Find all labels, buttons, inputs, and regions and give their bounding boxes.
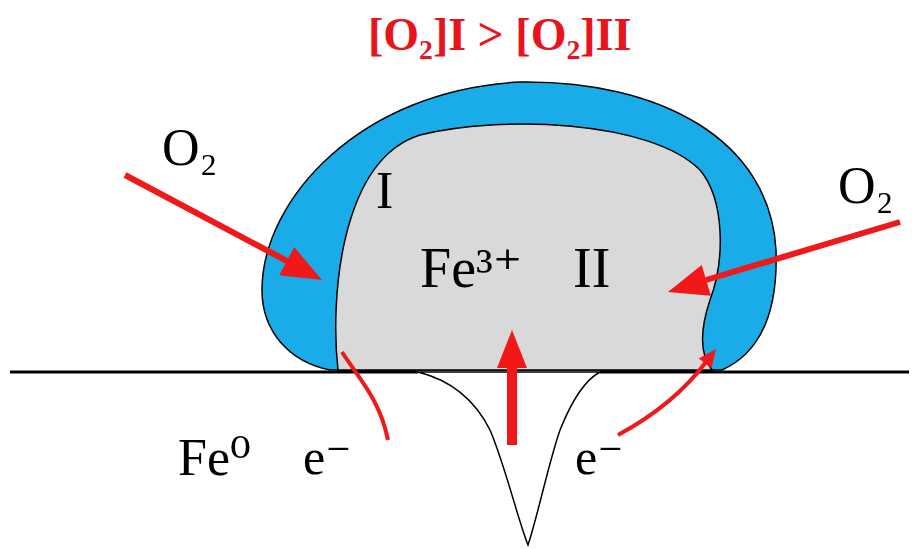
text-holder: O₂ (162, 122, 218, 174)
oxygen-label: O₂ (838, 160, 894, 212)
region-shape (328, 115, 728, 372)
text-holder: O₂ (838, 160, 894, 212)
text-holder: Fe³⁺ (420, 240, 522, 296)
region-label: I (376, 165, 393, 217)
iron-ion-arrow (507, 366, 517, 445)
electrolyte-outer-region: Fe³⁺III (258, 78, 780, 372)
region-outline (336, 124, 721, 370)
metal-surface (600, 371, 909, 374)
oxygen-arrow (125, 175, 287, 261)
electron-label: e⁻ (575, 432, 624, 482)
region-label: II (573, 240, 610, 296)
metal-label: Fe⁰ (178, 432, 251, 484)
region-outline (262, 82, 776, 370)
text-holder: Fe⁰ (178, 432, 251, 484)
ion-label: Fe³⁺ (420, 240, 522, 296)
electron-label: e⁻ (303, 432, 352, 482)
text-holder: e⁻ (575, 432, 624, 482)
text-holder: II (573, 240, 610, 296)
text-holder: I (376, 165, 393, 217)
oxygen-label: O₂ (162, 122, 218, 174)
text-holder: e⁻ (303, 432, 352, 482)
concentration-title: [O₂]I > [O₂]II (368, 12, 631, 58)
electron-path (618, 362, 706, 435)
electrolyte-inner-region: Fe³⁺ II (328, 115, 728, 372)
text-holder: [O₂]I > [O₂]II (368, 12, 631, 58)
